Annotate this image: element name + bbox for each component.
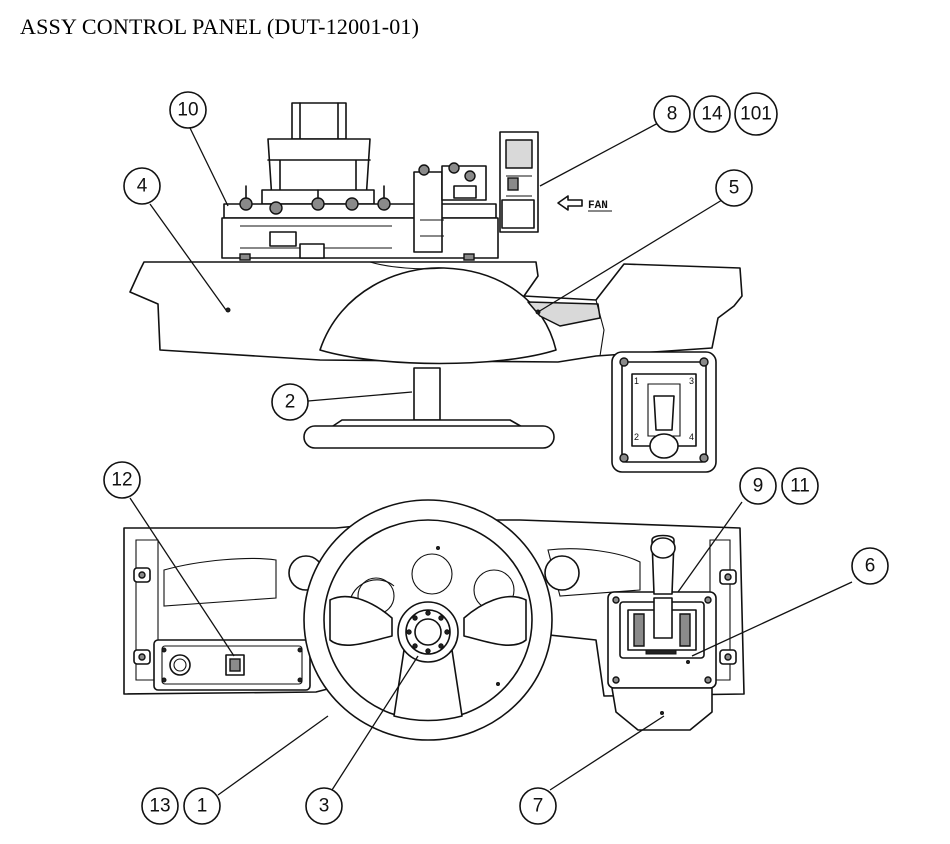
- svg-text:8: 8: [667, 104, 678, 125]
- shifter-front: [607, 534, 717, 731]
- svg-text:7: 7: [533, 796, 544, 817]
- callout-4: 4: [123, 167, 161, 205]
- callout-1: 1: [183, 787, 221, 825]
- fan-arrow: FAN: [557, 195, 612, 212]
- svg-text:9: 9: [753, 476, 764, 497]
- callout-10: 10: [169, 91, 207, 129]
- svg-text:12: 12: [111, 470, 132, 491]
- steering-wheel-side: [303, 367, 555, 449]
- callout-3: 3: [305, 787, 343, 825]
- callout-2: 2: [271, 383, 309, 421]
- callout-12: 12: [103, 461, 141, 499]
- callout-7: 7: [519, 787, 557, 825]
- callout-8: 8: [653, 95, 691, 133]
- shifter-plate-side: 1 3 2 4: [611, 351, 717, 473]
- page-title: ASSY CONTROL PANEL (DUT-12001-01): [20, 14, 420, 39]
- svg-text:14: 14: [701, 104, 723, 125]
- svg-text:101: 101: [740, 104, 772, 125]
- gear-label-3: 3: [689, 376, 694, 386]
- callout-101: 101: [734, 92, 778, 136]
- svg-text:10: 10: [177, 100, 198, 121]
- svg-text:3: 3: [319, 796, 330, 817]
- front-view: [123, 499, 745, 741]
- mounting-holes: [133, 567, 737, 665]
- steering-wheel-front: [303, 499, 553, 741]
- gear-label-2: 2: [634, 432, 639, 442]
- callout-13: 13: [141, 787, 179, 825]
- fan-label: FAN: [588, 200, 608, 212]
- bolts: [239, 185, 475, 261]
- callout-6: 6: [851, 547, 889, 585]
- leader-lines: [129, 121, 853, 796]
- callout-11: 11: [781, 467, 819, 505]
- svg-text:1: 1: [197, 796, 208, 817]
- svg-text:4: 4: [137, 176, 148, 197]
- svg-text:6: 6: [865, 556, 876, 577]
- hub-bolts: [406, 610, 450, 654]
- switch-panel: [153, 639, 311, 691]
- side-view: FAN: [129, 102, 743, 473]
- svg-text:5: 5: [729, 178, 740, 199]
- callout-5: 5: [715, 169, 753, 207]
- svg-text:2: 2: [285, 392, 296, 413]
- svg-text:11: 11: [790, 476, 810, 497]
- gear-label-1: 1: [634, 376, 639, 386]
- gear-label-4: 4: [689, 432, 694, 442]
- motor-assembly: [221, 102, 539, 261]
- panel-body: [129, 261, 743, 365]
- svg-text:13: 13: [149, 796, 170, 817]
- callout-9: 9: [739, 467, 777, 505]
- callout-14: 14: [693, 95, 731, 133]
